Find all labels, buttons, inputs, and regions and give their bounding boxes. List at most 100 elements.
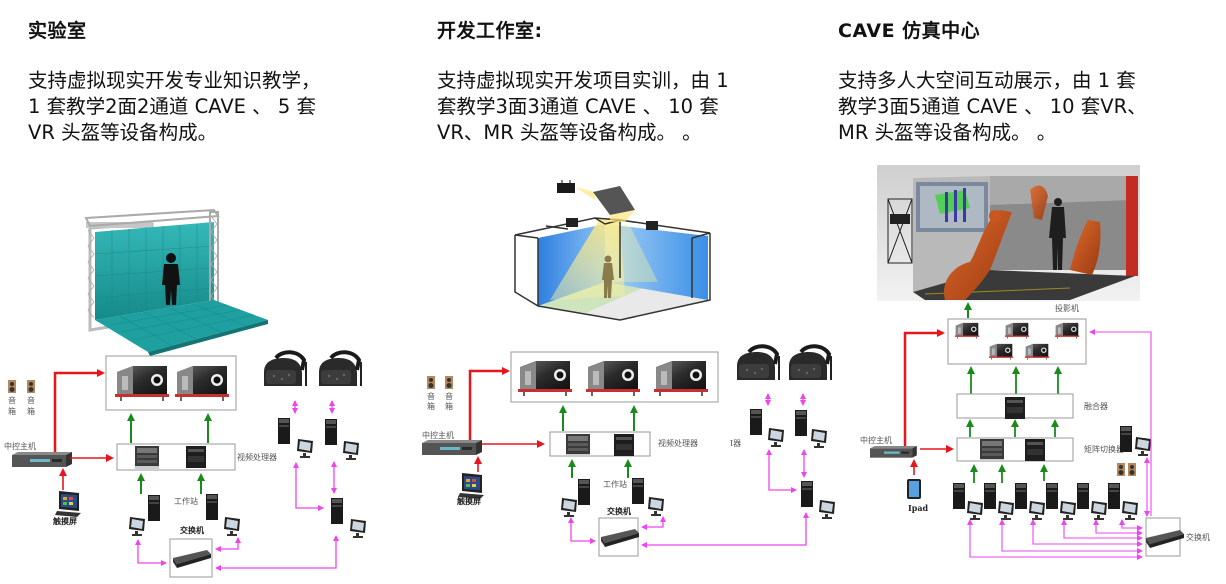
panel-cave-center: CAVE 仿真中心 支持多人大空间互动展示，由 1 套 教学3面5通道 CAVE… [830, 0, 1226, 584]
workstation-tower-icon [632, 478, 644, 504]
network-line [215, 537, 241, 552]
workstation-tower-icon [1120, 426, 1132, 452]
projector-icon [585, 360, 641, 397]
monitor-icon [129, 517, 145, 536]
projector-icon [114, 365, 170, 402]
workstation-tower-icon [1077, 483, 1089, 509]
speaker-icon [8, 380, 16, 393]
presenter-silhouette [1049, 198, 1066, 270]
cave-simulation-scene [877, 165, 1140, 301]
vr-workstation-tower-icon [795, 410, 807, 436]
monitor-icon [350, 519, 366, 538]
projector-icon [1054, 322, 1080, 339]
desc-line: 支持多人大空间互动展示，由 1 套 [838, 69, 1136, 92]
network-line [1089, 329, 1152, 516]
person-silhouette [602, 255, 614, 298]
speaker-label: 音 [27, 395, 35, 405]
network-line [293, 462, 324, 511]
monitor-icon [811, 429, 827, 448]
speaker-label: 箱 [427, 401, 435, 411]
lab-system-diagram: 音 箱 音 箱 中控主机 触摸屏 视频处理器 工作站 交换机 [4, 208, 366, 578]
monitor-icon [1122, 501, 1138, 520]
person-silhouette [162, 253, 180, 305]
partial-label: Ⅰ器 [730, 439, 741, 448]
cave-3wall-scene [514, 180, 711, 321]
workstation-tower-icon [984, 483, 996, 509]
blender-label: 融合器 [1084, 401, 1108, 411]
monitor-icon [1135, 437, 1151, 456]
workstation-row [953, 483, 1138, 520]
monitor-icon [1060, 501, 1076, 520]
control-line [903, 329, 945, 446]
matrix-switcher-label: 矩阵切换器 [1084, 444, 1124, 454]
panel-description: 支持虚拟现实开发专业知识教学， 1 套教学2面2通道 CAVE 、 5 套 VR… [28, 68, 388, 146]
controller-label: 中控主机 [4, 441, 36, 451]
video-processor-box [116, 443, 236, 471]
central-controller-icon [12, 452, 72, 467]
monitor-icon [768, 428, 784, 447]
vr-headset-icon [317, 350, 363, 388]
vr-workstation-tower-icon [750, 409, 762, 435]
workstation-label: 工作站 [603, 479, 627, 489]
projector-icon [174, 365, 230, 402]
switch-label: 交换机 [180, 525, 204, 535]
monitor-icon [998, 501, 1014, 520]
matrix-switcher-box [956, 437, 1074, 462]
monitor-icon [297, 439, 313, 458]
matrix-switcher-icon [1025, 439, 1045, 461]
switch-label: 交换机 [607, 506, 631, 516]
switch-label: 交换机 [1186, 532, 1210, 542]
video-processor-label: 视频处理器 [237, 452, 277, 462]
video-processor-icon [135, 446, 159, 469]
speaker-label: 箱 [27, 406, 35, 416]
ceiling-projector-icon [557, 183, 575, 193]
video-processor-label: 视频处理器 [658, 438, 698, 448]
cave-2wall-scene [84, 208, 268, 356]
monitor-icon [1091, 501, 1107, 520]
network-line [999, 519, 1143, 554]
ipad-icon [907, 479, 921, 499]
controller-label: 中控主机 [860, 435, 892, 445]
video-processor-box [549, 431, 651, 457]
desc-line: 支持虚拟现实开发项目实训，由 1 [437, 69, 729, 92]
panel-lab: 实验室 支持虚拟现实开发专业知识教学， 1 套教学2面2通道 CAVE 、 5 … [0, 0, 410, 584]
dev-studio-system-diagram: 音 箱 音 箱 中控主机 触摸屏 视频处理器 Ⅰ器 工作站 交换机 [422, 180, 835, 557]
desc-line: 套教学3面3通道 CAVE 、 10 套 [437, 95, 719, 118]
network-line [967, 519, 1143, 560]
vr-workstation-tower-icon [325, 419, 337, 445]
monitor-icon [561, 498, 577, 517]
desc-line: MR 头盔等设备构成。 。 [838, 121, 1057, 144]
projector-icon [1004, 322, 1030, 339]
video-processor-icon [186, 446, 206, 468]
mirror-icon [593, 186, 635, 215]
network-line [568, 517, 596, 544]
monitor-icon [648, 497, 664, 516]
workstation-tower-icon [1046, 483, 1058, 509]
vr-headset-icon [262, 350, 308, 388]
central-controller-icon [870, 446, 917, 458]
robot-arm [944, 210, 1012, 300]
ipad-label: Ipad [908, 503, 929, 513]
desc-line: 支持虚拟现实开发专业知识教学， [28, 69, 321, 92]
workstation-tower-icon [578, 479, 590, 505]
workstation-tower-icon [206, 494, 218, 520]
speaker-label: 音 [445, 391, 453, 401]
projector-icon [653, 360, 709, 397]
panel-title: 开发工作室: [437, 20, 543, 42]
speaker-icon [1117, 463, 1125, 476]
touchscreen-label: 触摸屏 [53, 516, 77, 526]
desc-line: VR、MR 头盔等设备构成。 。 [437, 121, 702, 144]
central-controller-icon [422, 440, 482, 455]
speaker-label: 音 [427, 391, 435, 401]
panel-title: 实验室 [28, 20, 87, 42]
network-line [1061, 519, 1143, 541]
workstation-tower-icon [1015, 483, 1027, 509]
desc-line: 教学3面5通道 CAVE 、 10 套VR、 [838, 95, 1147, 118]
matrix-switcher-icon [980, 439, 1004, 462]
projector-icon [517, 360, 573, 397]
vr-headset-icon [735, 344, 781, 382]
speaker-label: 箱 [445, 401, 453, 411]
projector-icon [988, 343, 1014, 360]
touchscreen-label: 触摸屏 [457, 496, 481, 506]
projector-icon [1024, 343, 1050, 360]
